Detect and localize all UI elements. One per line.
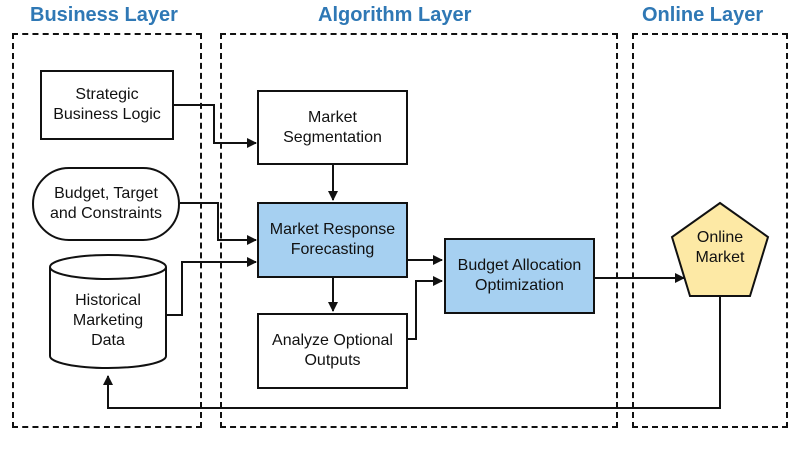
budget-allocation-optimization-label: Budget Allocation Optimization (457, 257, 582, 294)
arrow-budget-to-forecasting (180, 202, 257, 245)
market-response-forecasting-label: Market Response Forecasting (269, 221, 396, 258)
online-market-node: Online Market (676, 220, 764, 276)
historical-data-label: Historical Marketing Data (72, 292, 144, 349)
online-layer-box (632, 33, 788, 428)
arrow-online-market-to-historical (103, 296, 721, 409)
market-response-forecasting-node: Market Response Forecasting (257, 202, 408, 278)
historical-data-node: Historical Marketing Data (50, 286, 166, 356)
algorithm-layer-box (220, 33, 618, 428)
market-segmentation-label: Market Segmentation (283, 108, 382, 146)
online-layer-title: Online Layer (642, 4, 764, 26)
business-layer-title: Business Layer (30, 4, 178, 26)
strategic-business-logic-node: Strategic Business Logic (40, 70, 174, 140)
arrow-historical-to-forecasting (164, 257, 257, 316)
arrow-strategic-to-segmentation (174, 104, 257, 148)
algorithm-layer-title: Algorithm Layer (318, 4, 472, 26)
online-market-pentagon (670, 201, 770, 297)
analyze-optional-outputs-label: Analyze Optional Outputs (272, 332, 393, 369)
business-layer-box (12, 33, 202, 428)
arrow-analyze-to-allocation (408, 276, 443, 340)
budget-target-constraints-node: Budget, Target and Constraints (32, 167, 180, 241)
budget-target-constraints-label: Budget, Target and Constraints (49, 185, 163, 222)
budget-allocation-optimization-node: Budget Allocation Optimization (444, 238, 595, 314)
online-market-label: Online Market (695, 229, 745, 266)
strategic-business-logic-label: Strategic Business Logic (53, 86, 161, 123)
historical-data-cylinder (49, 254, 167, 369)
analyze-optional-outputs-node: Analyze Optional Outputs (257, 313, 408, 389)
market-segmentation-node: Market Segmentation (257, 90, 408, 165)
